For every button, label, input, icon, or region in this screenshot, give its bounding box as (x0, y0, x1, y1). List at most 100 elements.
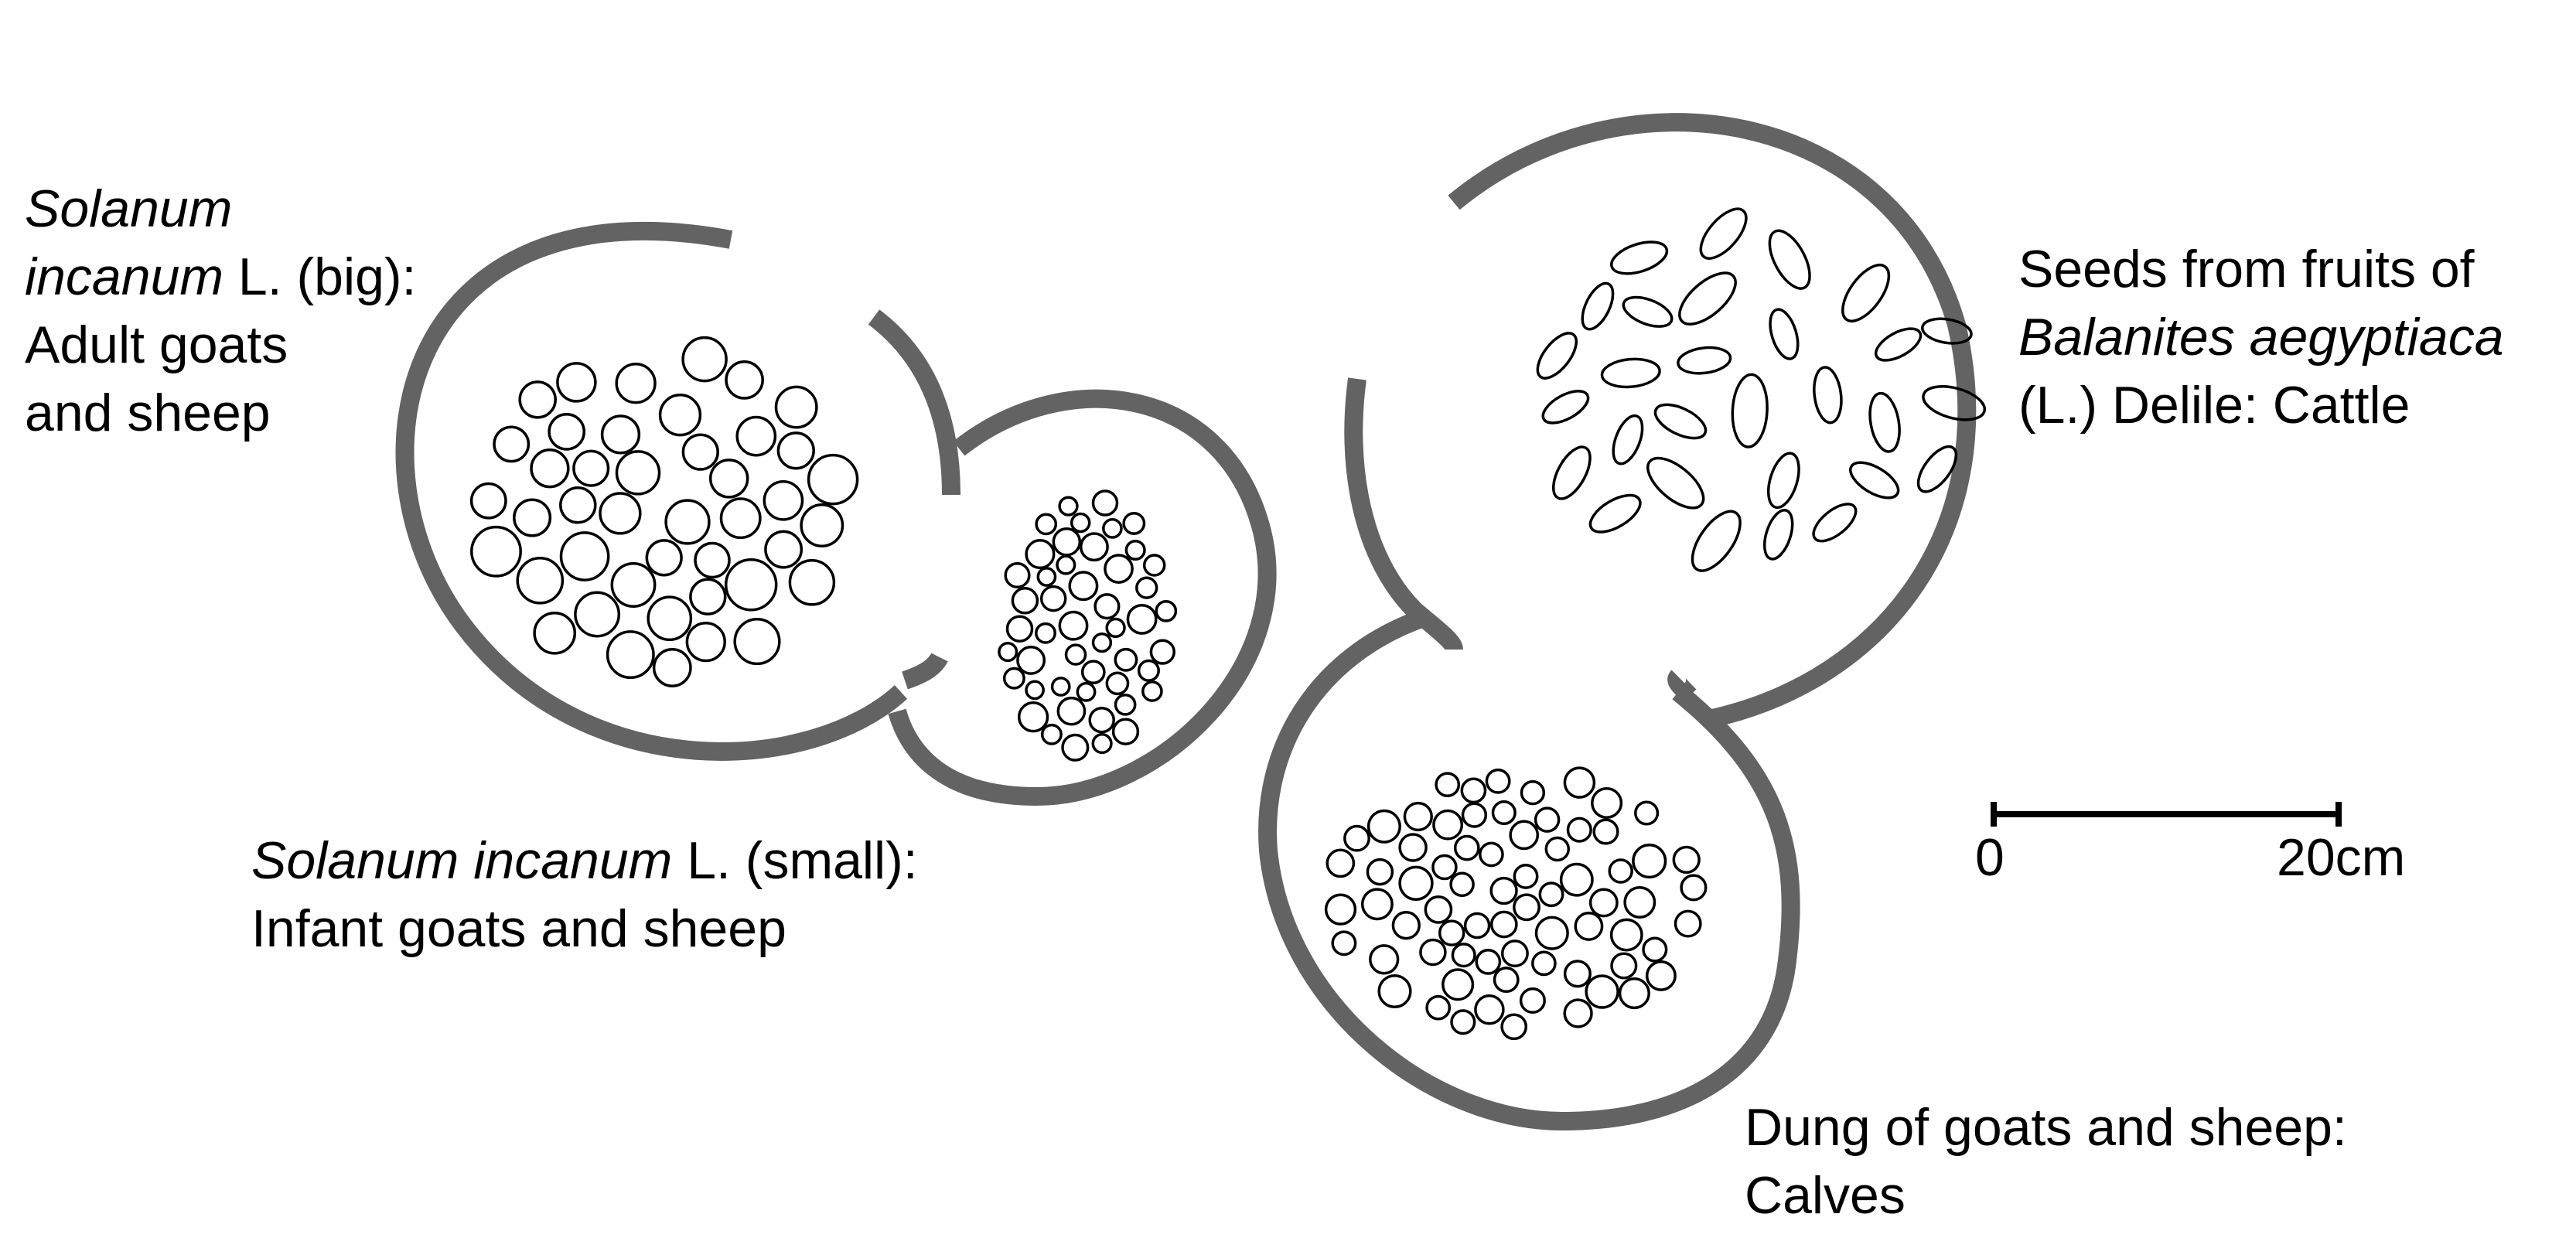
dung-enclosure (1258, 609, 1800, 1131)
small-solanum-seed (1017, 701, 1049, 733)
big-solanum-seed (647, 595, 693, 642)
label-big-line3: Adult goats (25, 315, 288, 374)
big-solanum-seed (559, 531, 610, 581)
small-solanum-seed (1025, 539, 1056, 570)
dung-pellet (1461, 802, 1488, 828)
dung-pellet (1513, 893, 1540, 922)
dung-pellet (1424, 895, 1453, 924)
label-small-line1-rest: L. (small): (672, 831, 918, 890)
small-solanum-seed (1149, 639, 1175, 665)
balanites-seed (1762, 509, 1794, 561)
dung-pellet (1610, 952, 1638, 980)
big-solanum-seed (516, 556, 565, 605)
balanites-seed (1769, 308, 1800, 360)
label-balanites-line2: Balanites aegyptiaca (2018, 308, 2504, 367)
small-solanum-seed (1005, 615, 1034, 643)
big-solanum-seed (685, 621, 726, 663)
dung-pellet (1509, 820, 1540, 851)
small-solanum-seed (1056, 696, 1087, 726)
dung-pellet (1500, 1013, 1528, 1041)
small-solanum-seed (1105, 671, 1130, 696)
dung-pellet (1398, 865, 1434, 901)
big-solanum-seed (513, 498, 552, 537)
big-solanum-seed (530, 448, 570, 489)
big-solanum-seed (764, 530, 804, 569)
big-solanum-seed (800, 503, 844, 547)
balanites-seed (1691, 510, 1742, 572)
scale-end-label: 20cm (2277, 828, 2406, 887)
dung-pellet (1475, 949, 1502, 975)
dung-pellet (1369, 944, 1400, 975)
dung-pellet (1463, 912, 1491, 939)
big-solanum-seed (735, 415, 777, 457)
small-solanum-seed (1002, 667, 1025, 690)
dung-pellet (1449, 871, 1475, 898)
dung-pellet (1534, 806, 1561, 833)
dung-pellet (1343, 824, 1370, 852)
balanites-seed (1677, 346, 1732, 375)
dung-pellet (1680, 874, 1708, 902)
dung-pellet (1398, 833, 1428, 862)
balanites-seed (1653, 403, 1708, 440)
big-solanum-seed (708, 459, 749, 499)
scale-bar (1991, 802, 2342, 827)
dung-pellet (1435, 772, 1461, 798)
dung-pellet (1500, 939, 1529, 968)
dung-pellet (1618, 977, 1650, 1010)
small-solanum-seed (1104, 554, 1134, 584)
big-solanum-seed (724, 558, 778, 612)
small-solanum-seed (1076, 681, 1097, 702)
small-solanum-seed (1064, 643, 1087, 666)
small-solanum-seed (1035, 513, 1058, 536)
dung-pellet (1431, 854, 1458, 881)
dung-pellet (1489, 910, 1518, 939)
small-solanum-seed (1102, 518, 1123, 539)
label-dung-line2: Calves (1745, 1166, 1906, 1225)
small-solanum-seed (1052, 527, 1082, 557)
small-solanum-seed (1141, 680, 1163, 702)
small-solanum-seed (1079, 532, 1109, 562)
label-big-line1: Solanum (25, 179, 233, 238)
big-solanum-seed (733, 618, 781, 666)
dung-pellet (1419, 938, 1447, 967)
small-solanum-seed (1039, 585, 1067, 612)
dung-pellet (1460, 777, 1487, 804)
dung-pellet (1591, 786, 1623, 820)
small-solanum-seed (1040, 723, 1063, 745)
big-solanum-seed (763, 479, 804, 521)
big-solanum-seed (606, 630, 655, 680)
balanites-seed (1610, 240, 1669, 275)
big-solanum-seed (518, 380, 557, 419)
small-solanum-seed (1080, 660, 1106, 685)
big-solanum-seed (493, 425, 531, 463)
big-solanum-seed (559, 486, 597, 524)
small-solanum-seed (1091, 632, 1113, 653)
big-solanum-seed (658, 394, 702, 437)
small-solanum-seed (1068, 571, 1099, 602)
small-solanum-seed (1142, 554, 1166, 577)
big-solanum-seed (689, 578, 727, 615)
dung-pellet (1592, 818, 1619, 845)
dung-pellet (1324, 893, 1357, 926)
dung-pellet (1563, 960, 1592, 988)
small-solanum-seed (1122, 511, 1146, 535)
small-solanum-seed (1137, 659, 1160, 682)
balanites-seed (1766, 452, 1800, 510)
dung-pellet (1489, 876, 1518, 905)
small-solanum-seed (998, 642, 1018, 663)
balanites-seed (1916, 445, 1958, 493)
dung-pellet (1450, 1009, 1476, 1035)
label-big-line2-italic: incanum (25, 247, 224, 306)
small-solanum-seed (1050, 677, 1071, 697)
big-solanum-seed (652, 648, 692, 687)
balanites-seed (1874, 327, 1923, 362)
small-solanum-seed (1070, 512, 1091, 534)
balanites-seed (1646, 456, 1705, 510)
big-solanum-seed (681, 336, 728, 383)
dung-pellet (1632, 844, 1667, 879)
label-big-line2-rest: L. (big): (223, 247, 417, 306)
label-balanites-line1: Seeds from fruits of (2018, 240, 2475, 298)
dung-pellet (1585, 974, 1619, 1009)
dung-pellet (1608, 858, 1633, 884)
balanites-seed (1868, 391, 1901, 453)
